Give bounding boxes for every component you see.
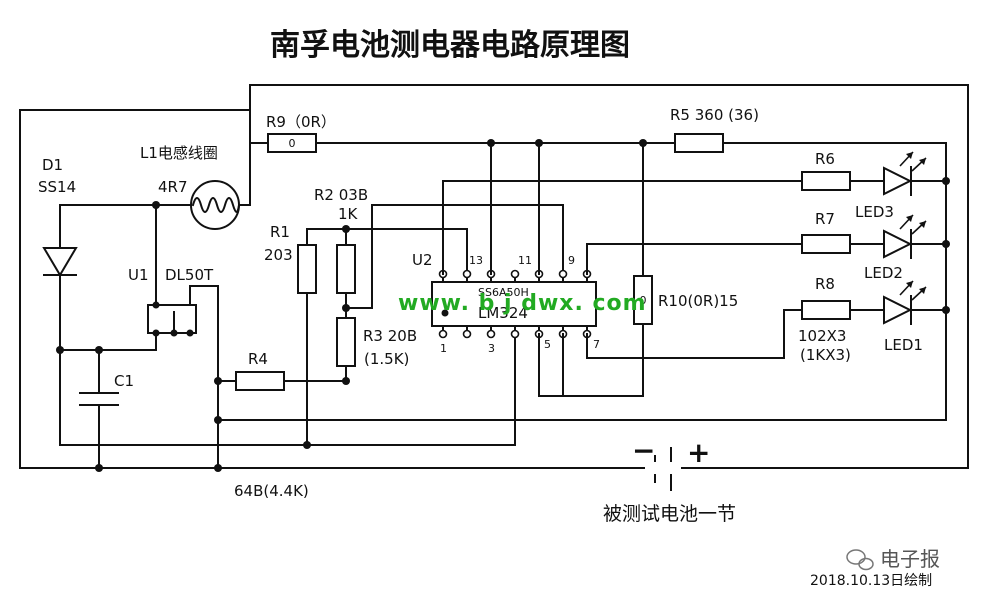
led1-label: LED1 [884,336,923,354]
r1-value: 203 [264,246,293,264]
l1-value: 4R7 [158,178,188,196]
r5-label: R5 360 (36) [670,106,759,124]
d1-part: SS14 [38,178,76,196]
brand-name: 电子报 [880,547,940,571]
r10-code: 0 [640,294,647,307]
led3-label: LED3 [855,203,894,221]
pin-11-label: 11 [518,254,532,267]
pin-3-label: 3 [488,342,495,355]
r8-value-2: (1KX3) [800,346,851,364]
r9-label: R9（0R） [266,113,336,131]
d1-ref: D1 [42,156,63,174]
bottom-value-label: 64B(4.4K) [234,482,309,500]
ic-top-pin-dot-9 [558,269,568,279]
pin-9-label: 9 [568,254,575,267]
resistor-r9: 0 [249,133,676,153]
ic-top-pin-dot-13 [462,269,472,279]
drawn-date: 2018.10.13日绘制 [810,573,932,589]
ic-bottom-pin-dot-3 [486,329,496,339]
r1-ref: R1 [270,223,290,241]
resistor-r6 [801,171,885,191]
u1-ref: U1 [128,266,149,284]
resistor-r10: 0 [633,139,653,397]
pin-1-label: 1 [440,342,447,355]
resistor-r8 [801,300,885,320]
ic-bottom-pin-dot-1 [438,329,448,339]
battery-symbol [645,447,681,491]
watermark-text: www. b j dwx. com [398,291,647,316]
c1-label: C1 [114,372,134,390]
battery-minus: − [632,434,655,467]
resistor-r1 [297,228,317,449]
ic-top-pin-dot-11 [510,269,520,279]
battery-caption: 被测试电池一节 [603,503,736,525]
outer-frame-wires [19,84,969,469]
resistor-r4 [214,371,347,391]
r8-value: 102X3 [798,327,846,345]
resistor-r3 [336,317,356,385]
resistor-r2 [336,228,356,319]
capacitor-c1 [79,349,119,472]
ic-name: LM324 [478,304,528,322]
r4-label: R4 [248,350,268,368]
diode-d1 [42,204,78,446]
led2-label: LED2 [864,264,903,282]
r3-value: (1.5K) [364,350,409,368]
resistor-r5 [674,133,947,421]
ic-bottom-pin-dot-4 [510,329,520,339]
r8-label: R8 [815,275,835,293]
r2-value: 1K [338,205,359,223]
led2 [883,214,950,259]
resistor-r7 [801,234,885,254]
battery-plus: + [687,436,710,469]
l1-ref: L1电感线圈 [140,144,218,162]
diagram-title: 南孚电池测电器电路原理图 [270,28,630,63]
r2-ref: R2 03B [314,186,368,204]
r3-ref: R3 20B [363,327,417,345]
ic-bottom-pin-dot-2 [462,329,472,339]
pin-7-label: 7 [593,338,600,351]
wechat-icon [846,549,874,571]
r7-label: R7 [815,210,835,228]
inductor-l1 [190,180,251,230]
u1-part: DL50T [165,266,214,284]
r9-code: 0 [289,137,296,150]
ic-marking: SS6A50H [478,286,529,299]
led1 [883,280,950,325]
regulator-u1 [147,285,219,469]
pin-13-label: 13 [469,254,483,267]
r10-label: R10(0R)15 [658,292,738,310]
pin-5-label: 5 [544,338,551,351]
r6-label: R6 [815,150,835,168]
u2-ref: U2 [412,251,433,269]
led3 [883,151,950,196]
